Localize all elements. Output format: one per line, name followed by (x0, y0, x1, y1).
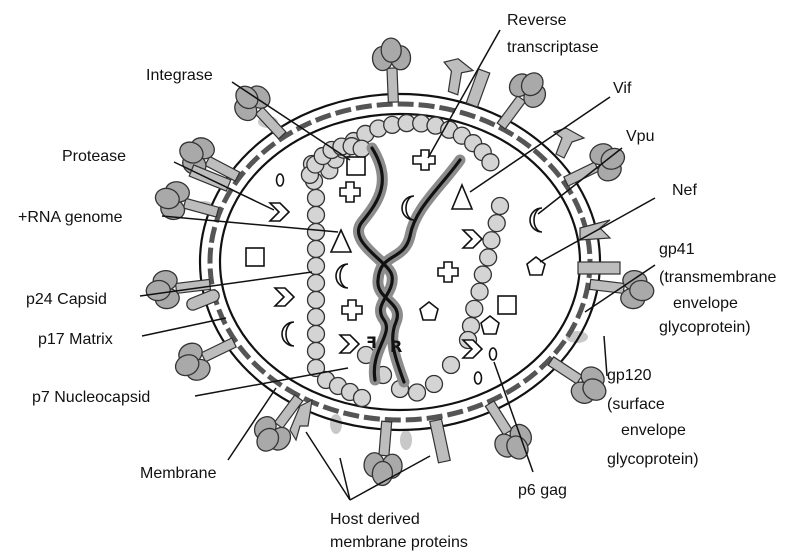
label-rna-genome: +RNA genome (18, 208, 123, 227)
label-reverse-transcriptase-1: Reverse (507, 11, 567, 30)
capsid-bead (492, 198, 509, 215)
capsid-bead (482, 154, 499, 171)
label-gp41-3: envelope (673, 294, 738, 313)
capsid-bead (409, 384, 426, 401)
svg-text:R: R (390, 337, 402, 356)
capsid-bead (354, 390, 371, 407)
capsid-bead (443, 357, 460, 374)
label-gp120-4: glycoprotein) (607, 450, 699, 469)
label-reverse-transcriptase-2: transcriptase (507, 38, 599, 57)
label-integrase: Integrase (146, 66, 213, 85)
label-vif: Vif (613, 79, 631, 98)
label-gp120-1: gp120 (607, 366, 652, 385)
capsid-bead (308, 309, 325, 326)
capsid-bead (308, 292, 325, 309)
label-vpu: Vpu (626, 127, 654, 146)
label-p24-capsid: p24 Capsid (26, 290, 107, 309)
capsid-bead (308, 326, 325, 343)
label-host-derived-1: Host derived (330, 510, 420, 529)
label-p17-matrix: p17 Matrix (38, 330, 113, 349)
label-p7-nucleocapsid: p7 Nucleocapsid (32, 388, 150, 407)
capsid-bead (474, 266, 491, 283)
label-protease: Protease (62, 147, 126, 166)
label-membrane: Membrane (140, 464, 216, 483)
vif-triangle-icon (452, 185, 472, 209)
capsid-bead (308, 241, 325, 258)
label-nef: Nef (672, 181, 697, 200)
nef-pentagon-icon (527, 257, 545, 275)
label-host-derived-2: membrane proteins (330, 533, 468, 552)
capsid-bead (426, 375, 443, 392)
label-gp41-1: gp41 (659, 240, 695, 259)
capsid-bead (308, 275, 325, 292)
gp120-gp41-spike (540, 345, 614, 412)
label-gp41-2: (transmembrane (659, 268, 776, 287)
capsid-bead (308, 207, 325, 224)
capsid-cone (301, 115, 508, 407)
capsid-bead (483, 232, 500, 249)
label-gp41-4: glycoprotein) (659, 318, 751, 337)
capsid-bead (308, 343, 325, 360)
reverse-transcriptase-cross-icon (413, 150, 435, 170)
capsid-bead (471, 283, 488, 300)
capsid-bead (466, 300, 483, 317)
gp120-gp41-spike (486, 63, 555, 137)
capsid-bead (308, 224, 325, 241)
protease-chevron-icon (270, 203, 289, 221)
label-gp120-2: (surface (607, 395, 665, 414)
p6-gag-oval-icon (490, 348, 497, 360)
svg-text:ꟻ: ꟻ (366, 333, 377, 352)
capsid-bead (480, 249, 497, 266)
capsid-bead (488, 215, 505, 232)
label-gp120-3: envelope (621, 421, 686, 440)
label-p6-gag: p6 gag (518, 481, 567, 500)
capsid-bead (308, 190, 325, 207)
